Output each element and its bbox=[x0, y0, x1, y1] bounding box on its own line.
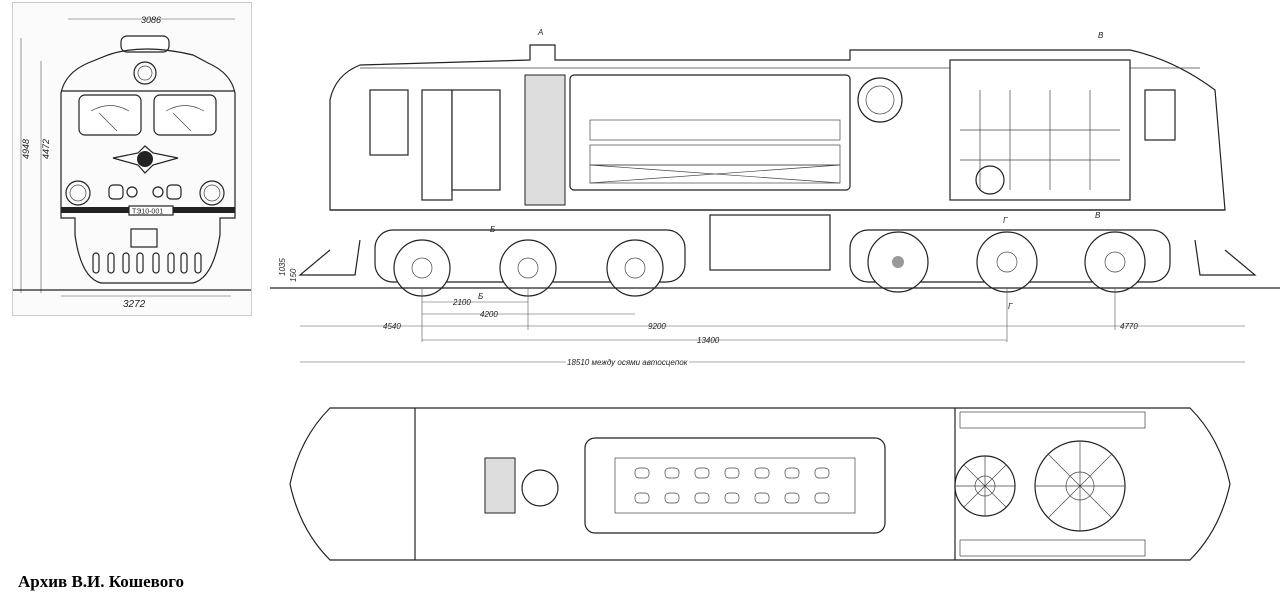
rear-bogie bbox=[849, 229, 1171, 293]
front-bogie bbox=[374, 229, 686, 297]
dim-low-height: 150 bbox=[289, 268, 298, 282]
dim-overhang-right: 4770 bbox=[1120, 322, 1138, 331]
plan-outline bbox=[289, 407, 1231, 561]
locomotive-side-body: А В В Б Г bbox=[329, 28, 1226, 234]
engine-cylinders bbox=[589, 119, 841, 184]
dim-wheelbase: 13400 bbox=[697, 336, 720, 345]
dim-base-width: 3272 bbox=[123, 299, 146, 310]
side-view-drawing: А В В Б Г 1035 150 2100 Б Г 4200 4540 92… bbox=[270, 20, 1280, 380]
section-mark-v: В bbox=[1098, 31, 1104, 40]
plan-engine bbox=[484, 437, 886, 534]
front-pilot bbox=[298, 239, 361, 276]
plan-view-drawing bbox=[285, 398, 1235, 570]
section-mark-v-lower: В bbox=[1095, 211, 1101, 220]
number-plate: ТЭ10-001 bbox=[132, 209, 163, 216]
dim-body-height: 4472 bbox=[41, 139, 51, 159]
dim-total-height: 4948 bbox=[21, 139, 31, 159]
fuel-tank bbox=[709, 214, 831, 271]
dim-coupler-length: 18510 между осями автосцепок bbox=[567, 358, 689, 367]
section-mark-a: А bbox=[537, 28, 543, 37]
dim-axle-2100: 2100 bbox=[452, 298, 471, 307]
dim-roof-width: 3086 bbox=[141, 15, 161, 25]
front-view-drawing: 3086 4948 4472 3272 ТЭ10-001 bbox=[12, 2, 252, 316]
section-mark-g: Г bbox=[1003, 216, 1008, 225]
dim-bogie-centers: 9200 bbox=[648, 322, 666, 331]
dim-left-height: 1035 bbox=[278, 258, 287, 276]
dim-axle-4200: 4200 bbox=[480, 310, 498, 319]
section-mark-b-lower: Б bbox=[478, 292, 483, 301]
archive-caption: Архив В.И. Кошевого bbox=[18, 572, 185, 591]
section-mark-g-lower: Г bbox=[1008, 302, 1013, 311]
dim-overhang-left: 4540 bbox=[383, 322, 401, 331]
rear-pilot bbox=[1194, 239, 1257, 276]
locomotive-front: ТЭ10-001 bbox=[13, 35, 251, 291]
plan-cooling-fans bbox=[954, 411, 1146, 557]
